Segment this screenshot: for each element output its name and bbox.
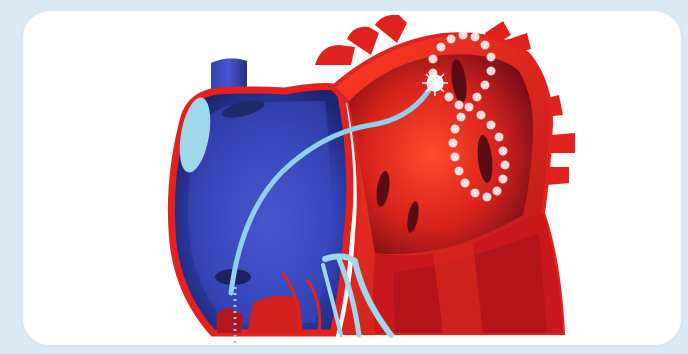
right-chamber-shade bbox=[188, 101, 330, 323]
lower-muscle bbox=[217, 308, 243, 333]
figure-frame bbox=[20, 8, 684, 348]
heart-illustration bbox=[23, 11, 684, 348]
